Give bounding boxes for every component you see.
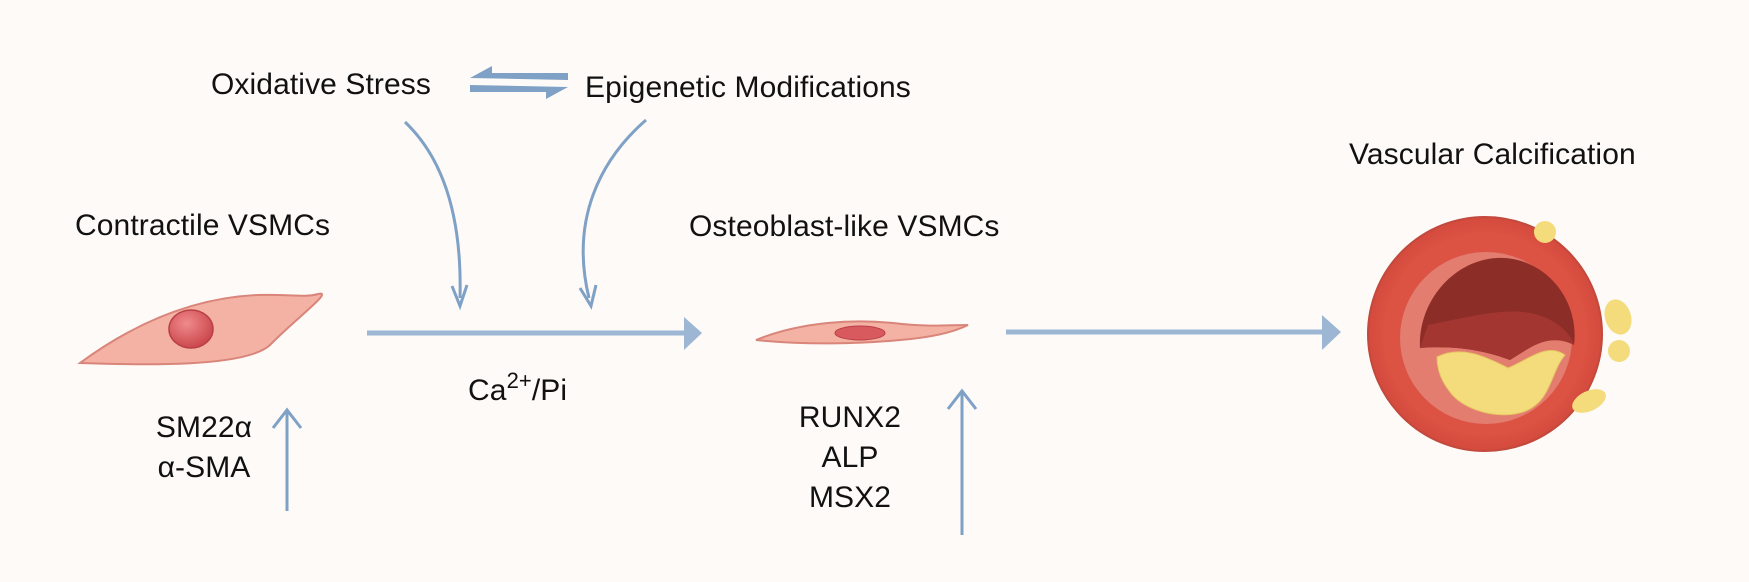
left-harpoon-arrow [470,66,568,80]
calcium-charge-label: 2+ [506,368,532,393]
contractile-vsmc-cell [77,292,323,366]
osteogenic-marker-list: RUNX2 ALP MSX2 [785,398,915,518]
marker-up-arrows [271,388,978,535]
osteoblast-to-calcification-arrowhead [1322,315,1341,350]
contractile-marker-list: SM22α α-SMA [124,408,284,488]
plaque-calcification [1436,349,1566,416]
contractile-marker: SM22α [155,411,253,444]
osteogenic-marker: MSX2 [808,481,892,514]
contractile-cell-nucleus [168,309,214,349]
stress-curve-arrows [403,118,647,311]
epigenetic-curve-arrowhead [578,284,598,310]
osteogenic-marker-up-arrowhead [946,388,978,410]
osteogenic-marker: ALP [821,441,879,474]
osteoblast-like-vsmcs-label: Osteoblast-like VSMCs [689,210,1000,243]
oxidative-curve-arrow [403,120,462,299]
lumen-lower-shade [1420,311,1574,360]
calcium-deposit-lower-right [1572,389,1606,413]
osteoblast-vsmc-cell [755,320,969,345]
osteogenic-marker: RUNX2 [798,401,902,434]
contractile-to-osteoblast-arrowhead [684,317,702,350]
vascular-calcification-label: Vascular Calcification [1349,138,1636,171]
oxidative-curve-arrowhead [450,284,469,311]
transition-arrows [367,315,1341,350]
oxidative-stress-label: Oxidative Stress [211,68,432,101]
reversible-arrows [470,66,568,99]
contractile-marker-up-arrowhead [271,407,303,429]
calcium-deposit-top [1534,221,1556,243]
phosphate-label-suffix: /Pi [531,374,568,407]
calcium-label-base: Ca [468,374,507,407]
osteoblast-cell-nucleus [834,325,886,341]
right-harpoon-arrow [470,85,568,99]
calcium-deposit-right-middle [1608,340,1630,362]
contractile-vsmcs-label: Contractile VSMCs [75,209,331,242]
epigenetic-modifications-label: Epigenetic Modifications [585,71,911,104]
calcified-vessel-cross-section [1367,216,1632,452]
epigenetic-curve-arrow [581,118,647,299]
contractile-marker: α-SMA [157,451,251,484]
calcium-phosphate-label: Ca2+/Pi [468,370,568,407]
calcium-deposit-right-upper [1604,299,1632,335]
